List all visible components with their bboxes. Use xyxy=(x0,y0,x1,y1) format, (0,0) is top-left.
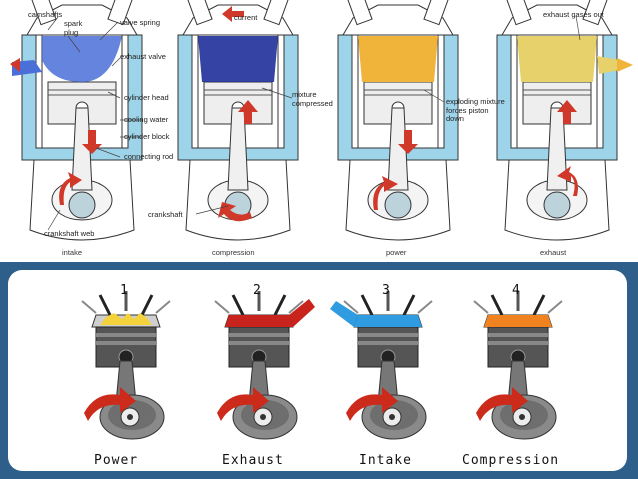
engine-compression xyxy=(177,0,299,241)
label-crankshaft-web: crankshaft web xyxy=(44,229,95,238)
caption-exhaust: exhaust xyxy=(540,248,567,257)
leader-lines xyxy=(47,15,581,231)
label-cooling-water: cooling water xyxy=(124,115,169,124)
stroke-number-1: 1 xyxy=(120,283,128,298)
mini-engine-exhaust xyxy=(213,289,315,441)
stroke-name-compression: Compression xyxy=(462,453,560,468)
engine-exhaust xyxy=(496,0,633,241)
label-spark-plug: spark plug xyxy=(64,19,83,37)
exhaust-out-arrow xyxy=(617,58,633,72)
label-cylinder-block: cylinder block xyxy=(124,132,170,141)
stroke-name-exhaust: Exhaust xyxy=(222,453,284,468)
label-exhaust-gases-out: exhaust gases out xyxy=(543,10,604,19)
label-cylinder-head: cylinder head xyxy=(124,93,169,102)
stroke-name-power: Power xyxy=(94,453,139,468)
bottom-panel: 1 2 3 4 Power Exhaust Intake Compression xyxy=(8,270,627,471)
current-arrow xyxy=(222,6,244,22)
label-current: current xyxy=(234,13,258,22)
top-engines-svg xyxy=(10,0,633,241)
label-exhaust-valve: exhaust valve xyxy=(120,52,166,61)
caption-intake: intake xyxy=(62,248,83,257)
engine-power xyxy=(337,0,459,241)
caption-compression: compression xyxy=(212,248,255,257)
piston-up-arrow xyxy=(238,100,258,124)
label-mixture-compressed: mixture compressed xyxy=(292,90,333,108)
piston-down-arrow xyxy=(82,130,102,154)
stroke-number-4: 4 xyxy=(512,283,520,298)
label-crankshaft: crankshaft xyxy=(148,210,183,219)
bottom-engines-svg xyxy=(80,289,564,441)
top-diagram: camshafts spark plug valve spring exhaus… xyxy=(10,0,633,257)
stroke-number-3: 3 xyxy=(382,283,390,298)
label-connecting-rod: connecting rod xyxy=(124,152,174,161)
stroke-name-intake: Intake xyxy=(359,453,412,468)
engine-intake xyxy=(10,0,143,241)
mini-engine-power xyxy=(80,289,172,441)
label-valve-spring: valve spring xyxy=(120,18,161,27)
stroke-number-2: 2 xyxy=(253,283,261,298)
bottom-diagram: 1 2 3 4 Power Exhaust Intake Compression xyxy=(0,262,638,479)
label-exploding-mixture: exploding mixture forces piston down xyxy=(446,97,505,123)
caption-power: power xyxy=(386,248,407,257)
mini-engine-intake xyxy=(330,289,434,441)
mini-engine-compression xyxy=(472,289,564,441)
label-camshafts: camshafts xyxy=(28,10,63,19)
